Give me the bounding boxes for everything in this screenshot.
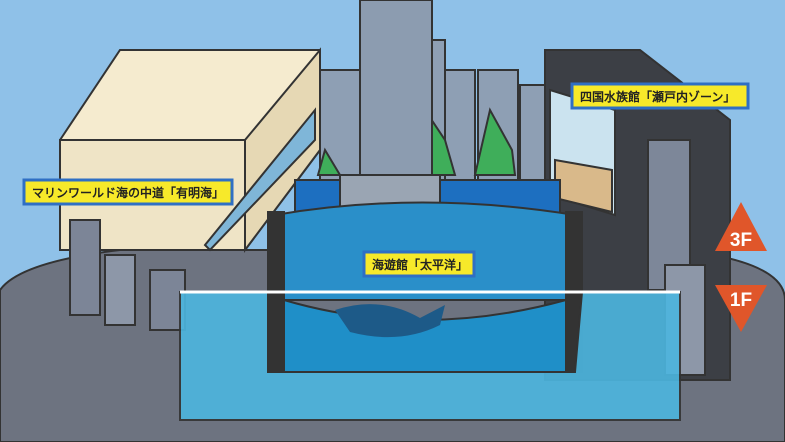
label-marine-world-text: マリンワールド海の中道「有明海」 (32, 185, 224, 200)
floor-1f-label: 1F (730, 290, 752, 311)
floor-down-arrow: 1F (715, 285, 767, 332)
whale-shark (335, 304, 445, 338)
label-kaiyukan: 海遊館「太平洋」 (362, 250, 476, 278)
label-shikoku: 四国水族館「瀬戸内ゾーン」 (570, 82, 750, 110)
floor-up-arrow: 3F (715, 202, 767, 251)
floor-3f-label: 3F (730, 230, 752, 251)
label-kaiyukan-text: 海遊館「太平洋」 (372, 257, 468, 272)
label-marine-world: マリンワールド海の中道「有明海」 (22, 178, 234, 206)
label-shikoku-text: 四国水族館「瀬戸内ゾーン」 (580, 89, 735, 104)
